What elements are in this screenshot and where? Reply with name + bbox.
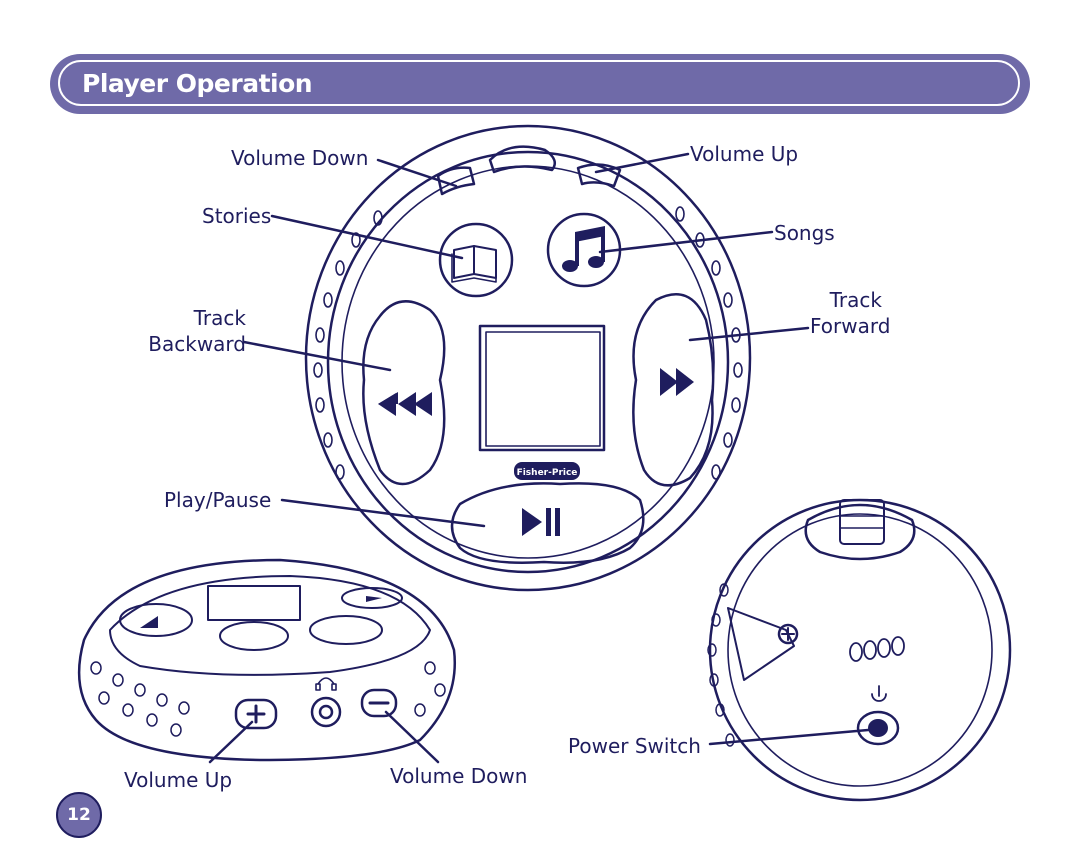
label-track-forward-line1: Track <box>829 288 882 312</box>
label-volume-down-top: Volume Down <box>231 146 369 170</box>
player-side-view <box>77 558 456 762</box>
section-header-outline <box>58 60 1020 106</box>
player-outer-shell <box>304 124 752 592</box>
rewind-icon <box>378 392 432 416</box>
label-volume-up-top: Volume Up <box>690 142 799 166</box>
player-back-view <box>707 498 1012 802</box>
stories-button[interactable] <box>438 222 514 298</box>
speaker-grille <box>849 636 905 662</box>
leader-line-power <box>708 728 870 746</box>
play-pause-button[interactable] <box>450 482 645 564</box>
label-power-switch: Power Switch <box>568 734 701 758</box>
grip-dots-back <box>707 583 735 747</box>
fisher-price-logo: Fisher-Price <box>514 462 580 480</box>
grip-dots-left <box>313 210 383 480</box>
label-songs: Songs <box>774 221 835 245</box>
top-center-knob <box>488 145 557 174</box>
label-stories: Stories <box>202 204 272 228</box>
power-icon <box>871 685 887 702</box>
label-track-backward-line2: Backward <box>148 332 246 356</box>
volume-up-side-button[interactable] <box>234 698 278 730</box>
player-inner-ring <box>326 150 730 574</box>
play-pause-icon <box>522 508 560 536</box>
section-title: Player Operation <box>82 69 313 98</box>
label-play-pause: Play/Pause <box>164 488 272 512</box>
leader-lines-front <box>242 152 810 528</box>
label-track-backward-line1: Track <box>193 306 246 330</box>
label-track-forward-line2: Forward <box>810 314 891 338</box>
grip-dots-side <box>90 661 446 737</box>
track-forward-button[interactable] <box>632 292 715 487</box>
label-volume-down-bottom: Volume Down <box>390 764 528 788</box>
track-backward-button[interactable] <box>362 300 446 486</box>
page-number-badge: 12 <box>56 792 102 838</box>
display-screen <box>478 324 606 452</box>
headphone-jack <box>310 696 342 728</box>
volume-down-top-button[interactable] <box>436 166 476 196</box>
volume-down-side-button[interactable] <box>360 688 398 718</box>
player-front-view: Fisher-Price <box>304 124 752 592</box>
leader-lines-side <box>208 710 440 764</box>
volume-up-top-button[interactable] <box>576 163 622 188</box>
label-volume-up-bottom: Volume Up <box>124 768 233 792</box>
fast-forward-icon <box>660 368 694 396</box>
headphone-icon <box>315 677 337 691</box>
music-note-icon <box>562 226 605 272</box>
screw-icon <box>777 623 799 645</box>
svg-text:Fisher-Price: Fisher-Price <box>517 468 578 478</box>
power-switch[interactable] <box>856 710 900 746</box>
